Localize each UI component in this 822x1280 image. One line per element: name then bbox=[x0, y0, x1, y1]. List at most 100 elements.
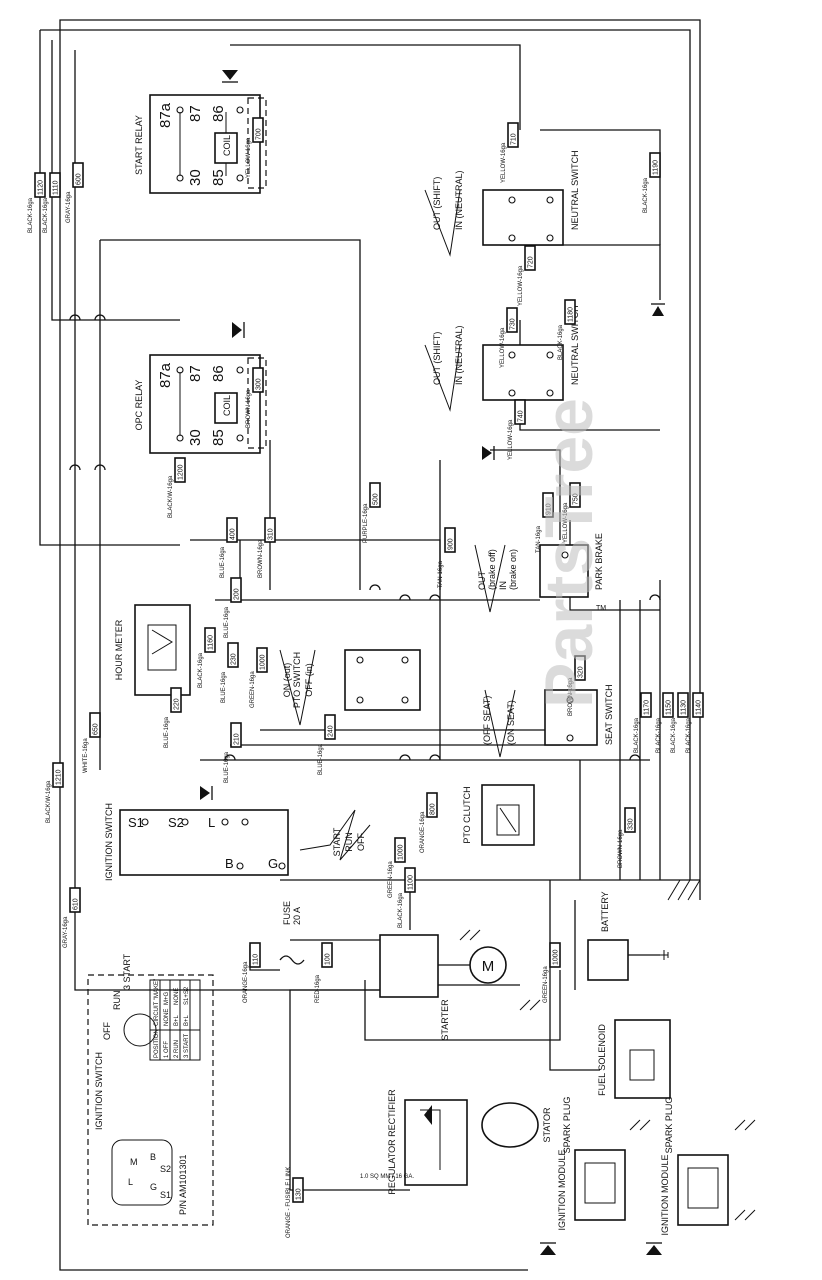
wire-number: 710 bbox=[511, 133, 518, 145]
ignition-switch: IGNITION SWITCH S1 S2 L B G START RUN OF… bbox=[104, 803, 371, 881]
ign-term-s1: S1 bbox=[128, 815, 144, 830]
legend-pos-start: 3 START bbox=[122, 953, 132, 990]
legend-row3-b: S1+S2 bbox=[184, 986, 190, 1005]
fuel-solenoid-label: FUEL SOLENOID bbox=[597, 1024, 607, 1096]
start-relay-85: 85 bbox=[210, 169, 227, 186]
opc-relay-86: 86 bbox=[210, 365, 227, 382]
wire-number-box bbox=[170, 687, 182, 713]
fuse-rating: 20 A bbox=[292, 907, 302, 925]
wire-color-label: BLACK/W-16ga bbox=[46, 780, 52, 823]
seat-off: (OFF SEAT) bbox=[482, 696, 492, 745]
start-relay-86: 86 bbox=[210, 105, 227, 122]
ign-module-2-label: IGNITION MODULE bbox=[660, 1154, 670, 1235]
wire-number: 310 bbox=[268, 528, 275, 540]
ign-term-g: G bbox=[268, 856, 278, 871]
battery: BATTERY bbox=[587, 891, 660, 981]
park-brake-label: PARK BRAKE bbox=[594, 533, 604, 590]
wire-number-box bbox=[321, 942, 333, 968]
ign-term-l: L bbox=[208, 815, 215, 830]
opc-relay-87a: 87a bbox=[157, 362, 174, 388]
wire-color-label: BLUE-16ga bbox=[224, 751, 230, 783]
wire-color-label: YELLOW-16ga bbox=[563, 502, 569, 543]
wire-color-label: RED-16ga bbox=[315, 974, 321, 1003]
wire-number-box bbox=[69, 887, 81, 913]
wire-color-label: ORANGE-16ga bbox=[420, 811, 426, 853]
diodes bbox=[200, 70, 665, 1255]
wire-color-label: GREEN-16ga bbox=[543, 966, 549, 1003]
wire-number: 1180 bbox=[568, 307, 575, 322]
legend-header-circuit: CIRCUIT "MAKE" bbox=[154, 979, 160, 1026]
wire-color-label: BROWN-16ga bbox=[258, 539, 264, 578]
pto-switch: PTO SWITCH ON (out) OFF (in) bbox=[279, 649, 421, 726]
wire-number: 1110 bbox=[53, 180, 60, 195]
brake-in-note: (brake on) bbox=[508, 549, 518, 590]
wire-color-label: GRAY-16ga bbox=[66, 191, 72, 223]
legend-title: IGNITION SWITCH bbox=[94, 1052, 104, 1130]
wire-color-label: BLACK-16ga bbox=[686, 717, 692, 753]
wire-number-box bbox=[569, 482, 581, 508]
starter-label: STARTER bbox=[440, 999, 450, 1041]
wire-color-label: BROWN-16ga bbox=[618, 829, 624, 868]
wire-color-label: BLUE-16ga bbox=[164, 716, 170, 748]
legend-term-g: G bbox=[150, 1182, 157, 1192]
wire-color-label: BLACK-16ga bbox=[198, 652, 204, 688]
wire-color-label: BLACK/W-16ga bbox=[168, 475, 174, 518]
ignition-module-2: IGNITION MODULE SPARK PLUG bbox=[660, 1097, 729, 1236]
neutral-bottom-out: OUT (SHIFT) bbox=[432, 332, 442, 385]
regulator-rectifier: REGULATOR RECTIFIER STATOR bbox=[387, 1089, 552, 1195]
wire-number-box bbox=[324, 714, 336, 740]
wire-number-box bbox=[227, 642, 239, 668]
wire-number: 730 bbox=[510, 318, 517, 330]
ign-module-1-label: IGNITION MODULE bbox=[557, 1149, 567, 1230]
wire-number-box bbox=[252, 367, 264, 393]
legend-row1-pos: 1 OFF bbox=[164, 1041, 170, 1058]
pto-on: ON (out) bbox=[282, 663, 292, 698]
fusible-link-size: 1.0 SQ MM / 16 GA. bbox=[360, 1174, 414, 1180]
wire-color-label: WHITE-16ga bbox=[83, 738, 89, 773]
opc-relay-85: 85 bbox=[210, 429, 227, 446]
hour-meter-label: HOUR METER bbox=[114, 619, 124, 680]
brake-out: OUT bbox=[477, 571, 487, 591]
wire-number-box bbox=[677, 692, 689, 718]
wire-number-box bbox=[204, 627, 216, 653]
wire-number: 600 bbox=[76, 173, 83, 185]
ign-off: OFF bbox=[356, 833, 366, 851]
wire-color-label: ORANGE - FUSIBLE LINK bbox=[286, 1167, 292, 1238]
start-relay-87: 87 bbox=[187, 105, 204, 122]
wire-color-label: BLUE-16ga bbox=[220, 546, 226, 578]
wire-color-label: BLACK-16ga bbox=[28, 197, 34, 233]
start-relay-87a: 87a bbox=[157, 102, 174, 128]
wire-number: 1000 bbox=[398, 844, 405, 860]
fuel-solenoid: FUEL SOLENOID bbox=[597, 1019, 671, 1099]
wire-color-label: YELLOW-16ga bbox=[518, 265, 524, 306]
legend-row1-b: M+G bbox=[164, 991, 170, 1005]
brake-out-note: (brake off) bbox=[487, 549, 497, 590]
wire-number-box bbox=[230, 577, 242, 603]
wire-number-box bbox=[574, 655, 586, 681]
wire-number: 300 bbox=[256, 378, 263, 390]
wire-number: 1210 bbox=[56, 769, 63, 785]
wire-number: 1100 bbox=[408, 875, 415, 890]
start-relay-30: 30 bbox=[187, 169, 204, 186]
wire-number-box bbox=[404, 867, 416, 893]
